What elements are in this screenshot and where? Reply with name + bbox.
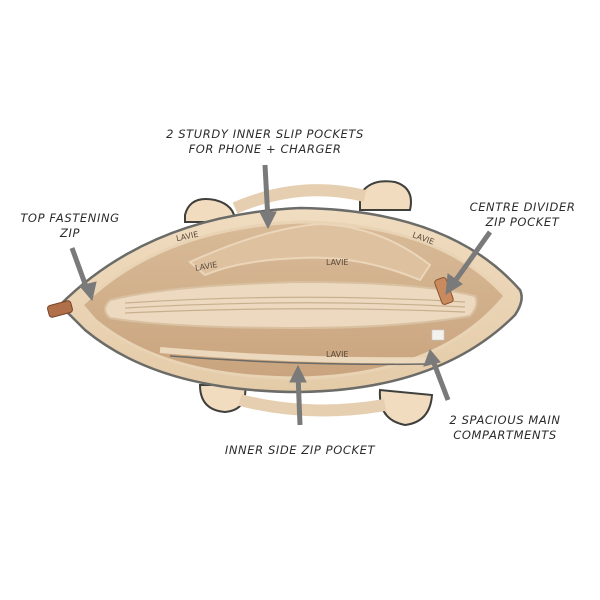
callout-slip-pockets: 2 STURDY INNER SLIP POCKETS FOR PHONE + … bbox=[166, 127, 364, 156]
callout-main-compartments: 2 SPACIOUS MAIN COMPARTMENTS bbox=[449, 413, 561, 442]
top-handles bbox=[184, 180, 412, 223]
callout-top-zip: TOP FASTENING ZIP bbox=[20, 211, 120, 240]
callout-side-zip: INNER SIDE ZIP POCKET bbox=[224, 443, 376, 457]
top-zip-pull-icon bbox=[47, 300, 73, 318]
lining-mark: LAVIE bbox=[326, 258, 349, 267]
callout-arrows bbox=[69, 164, 493, 426]
lining-mark: LAVIE bbox=[326, 350, 349, 359]
callout-centre-divider: CENTRE DIVIDER ZIP POCKET bbox=[469, 200, 576, 229]
centre-divider bbox=[104, 280, 478, 330]
bottom-handles bbox=[198, 384, 434, 427]
